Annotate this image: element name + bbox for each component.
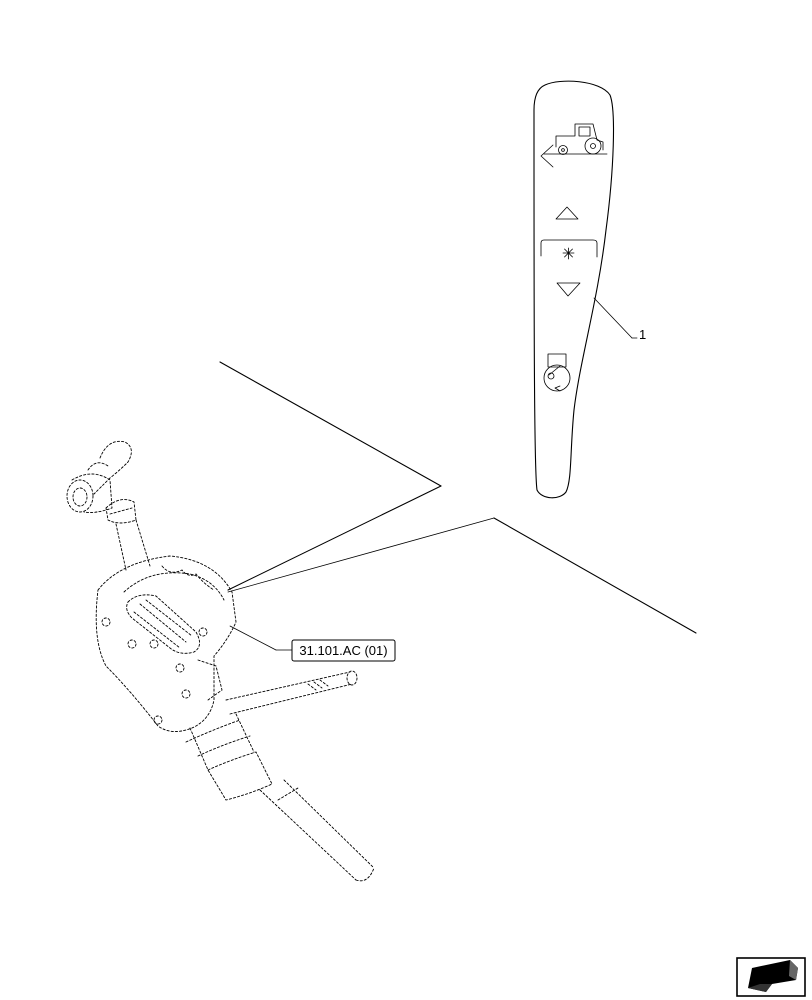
tractor-icon [540,123,608,168]
up-triangle-icon [555,206,579,220]
item-number-label: 1 [639,327,646,342]
previous-page-arrow-icon[interactable] [736,957,806,997]
reference-callout [229,625,293,651]
handle-overlay-part[interactable] [533,80,638,499]
explosion-leader-lines [219,361,697,634]
reference-label-text: 31.101.AC (01) [299,643,387,658]
gear-lever-assembly [66,440,375,882]
reference-label-box[interactable]: 31.101.AC (01) [291,639,396,662]
mode-switch-icon [543,353,571,392]
down-triangle-icon [556,282,581,297]
snowflake-icon [540,239,598,260]
